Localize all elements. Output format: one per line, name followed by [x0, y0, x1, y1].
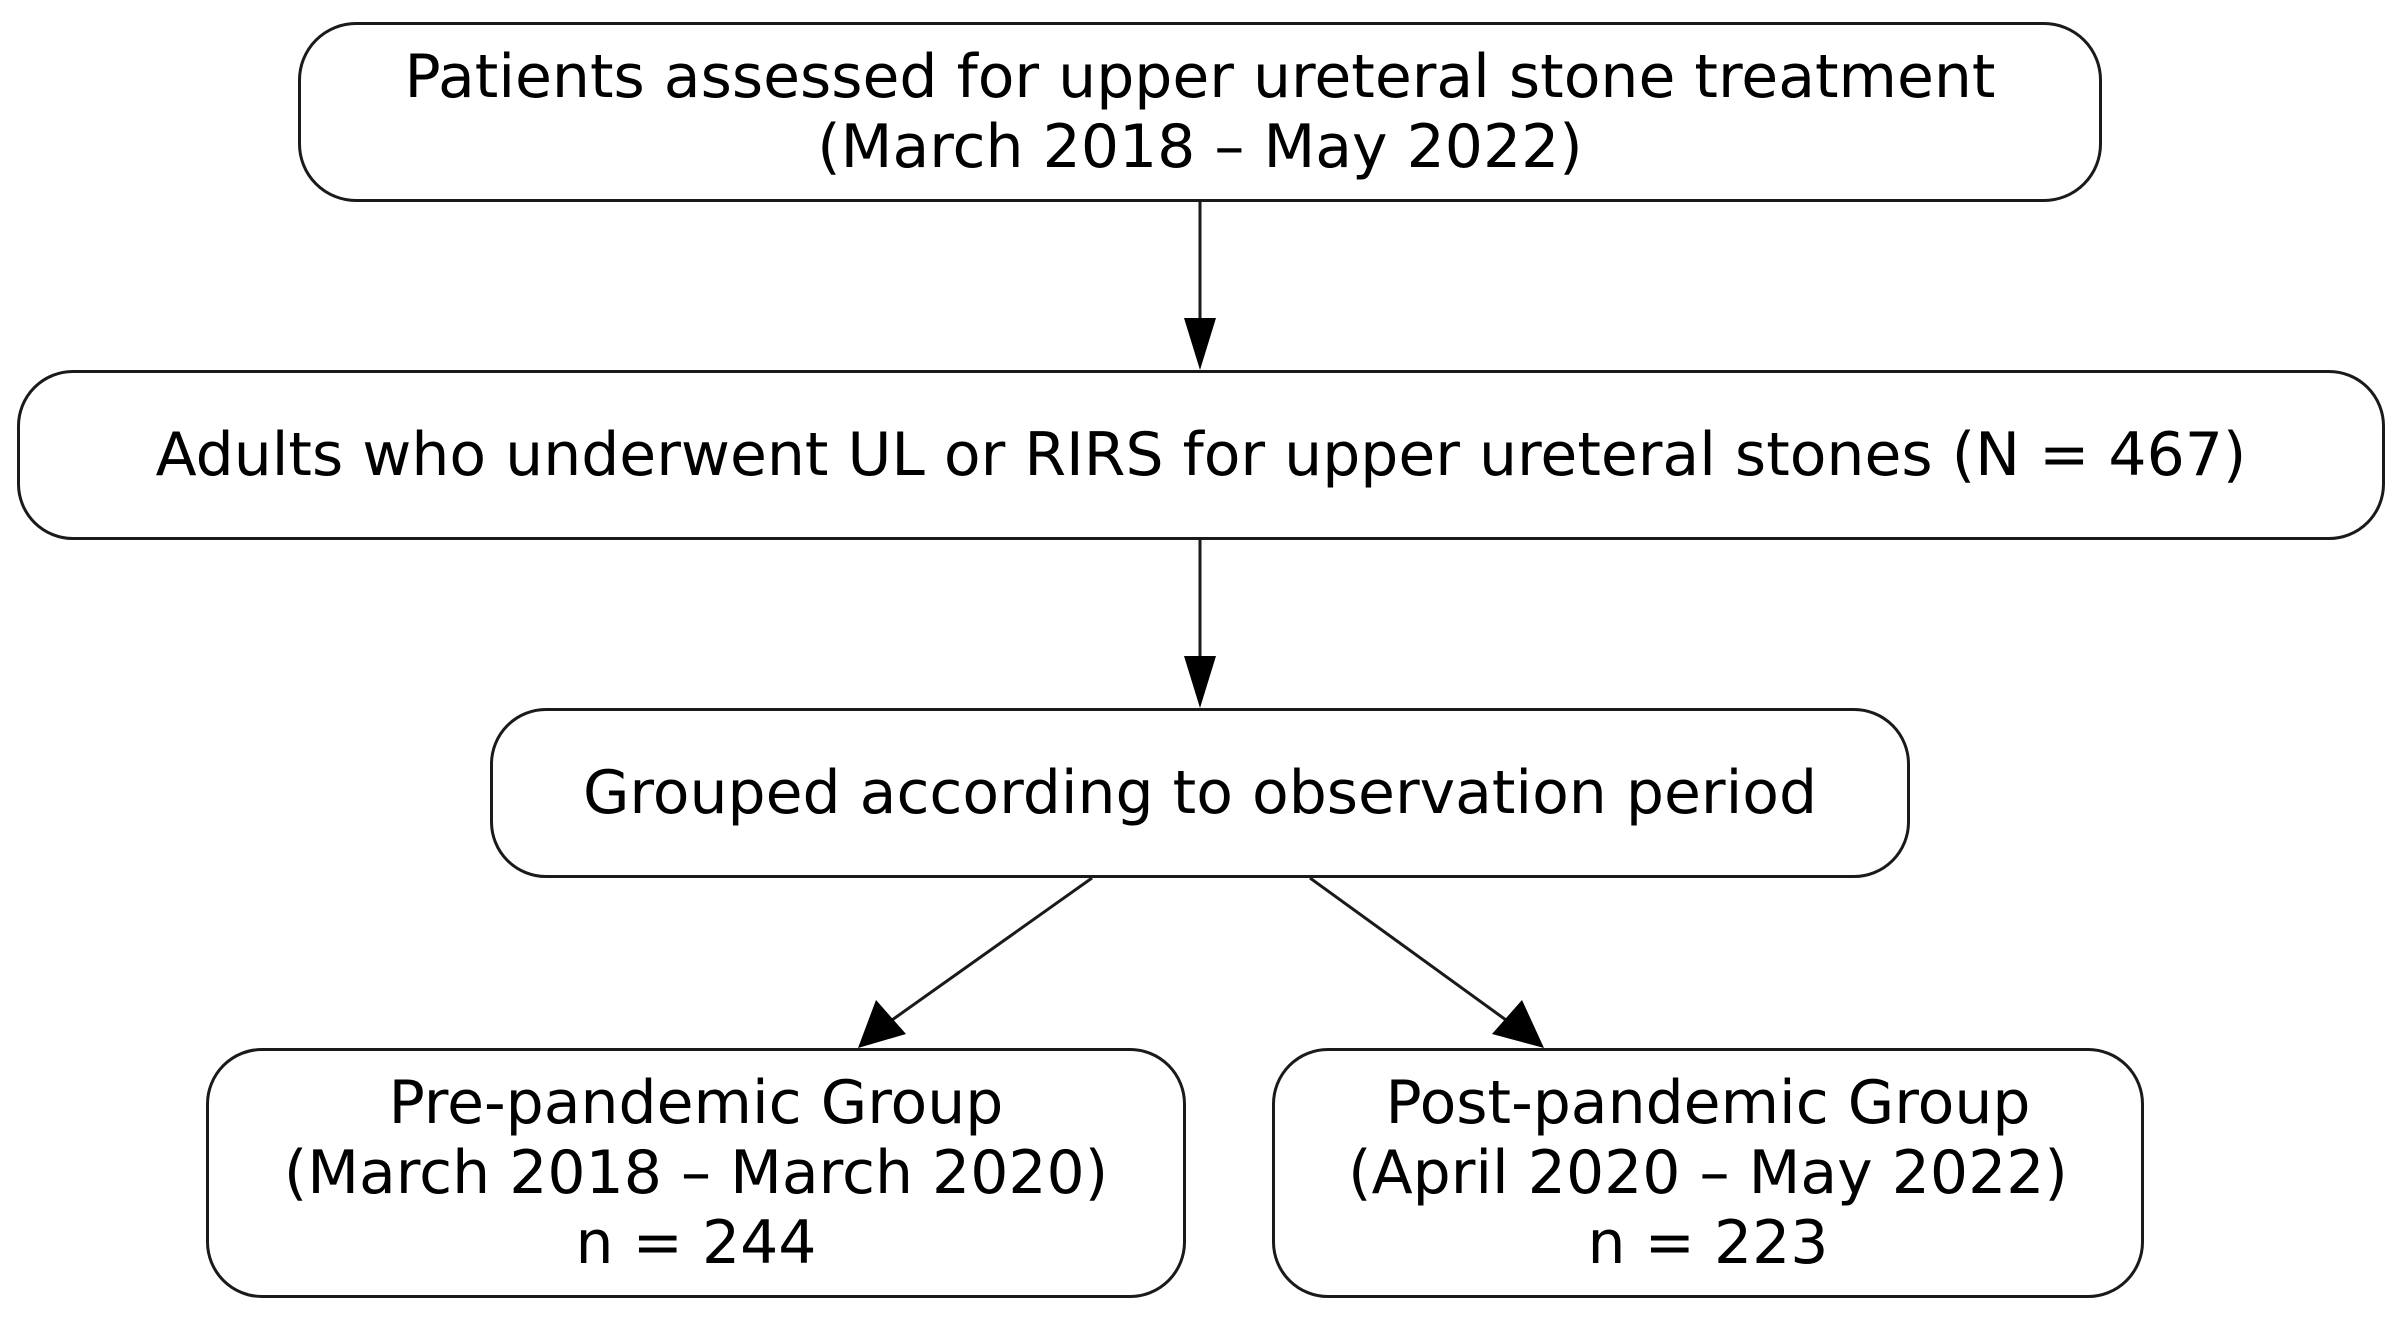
arrow-grouped-to-post: [1309, 876, 1507, 1022]
node-pre-pandemic-line2: (March 2018 – March 2020): [283, 1138, 1109, 1208]
node-pre-pandemic-group: Pre-pandemic Group (March 2018 – March 2…: [206, 1048, 1186, 1298]
node-adults-underwent: Adults who underwent UL or RIRS for uppe…: [17, 370, 2385, 540]
node-pre-pandemic-line3: n = 244: [575, 1208, 817, 1278]
arrowhead-grouped-to-pre: [858, 1000, 906, 1048]
node-post-pandemic-line3: n = 223: [1587, 1208, 1829, 1278]
node-pre-pandemic-line1: Pre-pandemic Group: [388, 1068, 1004, 1138]
arrowhead-assessed-to-adults: [1184, 318, 1216, 370]
node-grouped-by-period-line1: Grouped according to observation period: [582, 758, 1818, 828]
arrowhead-grouped-to-post: [1492, 1000, 1544, 1048]
arrowhead-adults-to-grouped: [1184, 656, 1216, 708]
node-patients-assessed: Patients assessed for upper ureteral sto…: [298, 22, 2102, 202]
node-post-pandemic-group: Post-pandemic Group (April 2020 – May 20…: [1272, 1048, 2144, 1298]
arrow-grouped-to-pre: [891, 876, 1093, 1022]
node-patients-assessed-line1: Patients assessed for upper ureteral sto…: [404, 42, 1996, 112]
node-patients-assessed-line2: (March 2018 – May 2022): [817, 112, 1583, 182]
node-adults-underwent-line1: Adults who underwent UL or RIRS for uppe…: [155, 420, 2247, 490]
node-grouped-by-period: Grouped according to observation period: [490, 708, 1910, 878]
node-post-pandemic-line2: (April 2020 – May 2022): [1348, 1138, 2068, 1208]
node-post-pandemic-line1: Post-pandemic Group: [1385, 1068, 2031, 1138]
